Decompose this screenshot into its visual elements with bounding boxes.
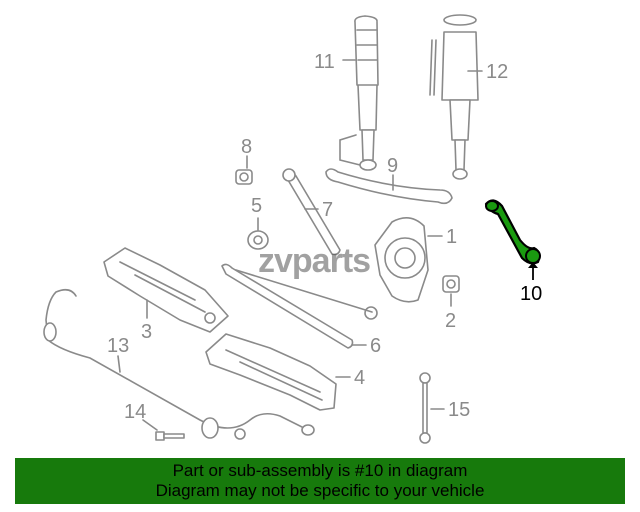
part-9-control-arm [325, 168, 453, 205]
part-6-long-link [221, 263, 378, 349]
part-13-stabilizer-bar [43, 288, 315, 440]
part-12-shock-absorber [429, 14, 479, 180]
part-2-bushing [442, 275, 460, 293]
callout-9: 9 [387, 155, 398, 177]
callout-5: 5 [251, 195, 262, 217]
callout-14: 14 [124, 401, 146, 423]
part-10-control-arm-highlighted [484, 199, 541, 265]
part-15-stabilizer-link [419, 372, 431, 444]
callout-6: 6 [370, 335, 381, 357]
part-14-bolt [155, 431, 185, 441]
zvparts-watermark-logo: zvparts [258, 242, 370, 280]
callout-4: 4 [354, 367, 365, 389]
part-11-air-strut [339, 15, 379, 171]
callout-1: 1 [446, 226, 457, 248]
callout-10: 10 [520, 283, 542, 305]
callout-13: 13 [107, 335, 129, 357]
arrow-10-icon [528, 262, 538, 268]
part-1-wheel-carrier [374, 217, 429, 303]
leader-13 [117, 355, 121, 373]
part-4-subframe-bracket [205, 333, 337, 411]
callout-3: 3 [141, 321, 152, 343]
callout-11: 11 [314, 51, 335, 73]
part-8-bushing [235, 169, 253, 185]
banner-line-1: Part or sub-assembly is #10 in diagram [172, 461, 468, 480]
parts-diagram: 11 12 8 9 5 7 1 [43, 14, 542, 444]
banner-line-2: Diagram may not be specific to your vehi… [155, 481, 485, 500]
part-5-bushing [247, 230, 269, 250]
leader-14 [142, 419, 158, 431]
callout-12: 12 [486, 61, 508, 83]
callout-7: 7 [322, 199, 333, 221]
callout-2: 2 [445, 310, 456, 332]
part-7-link-rod [282, 168, 341, 256]
callout-15: 15 [448, 399, 470, 421]
callout-8: 8 [241, 136, 252, 158]
info-banner: Part or sub-assembly is #10 in diagram D… [15, 458, 625, 504]
part-3-subframe-bracket [103, 247, 229, 333]
